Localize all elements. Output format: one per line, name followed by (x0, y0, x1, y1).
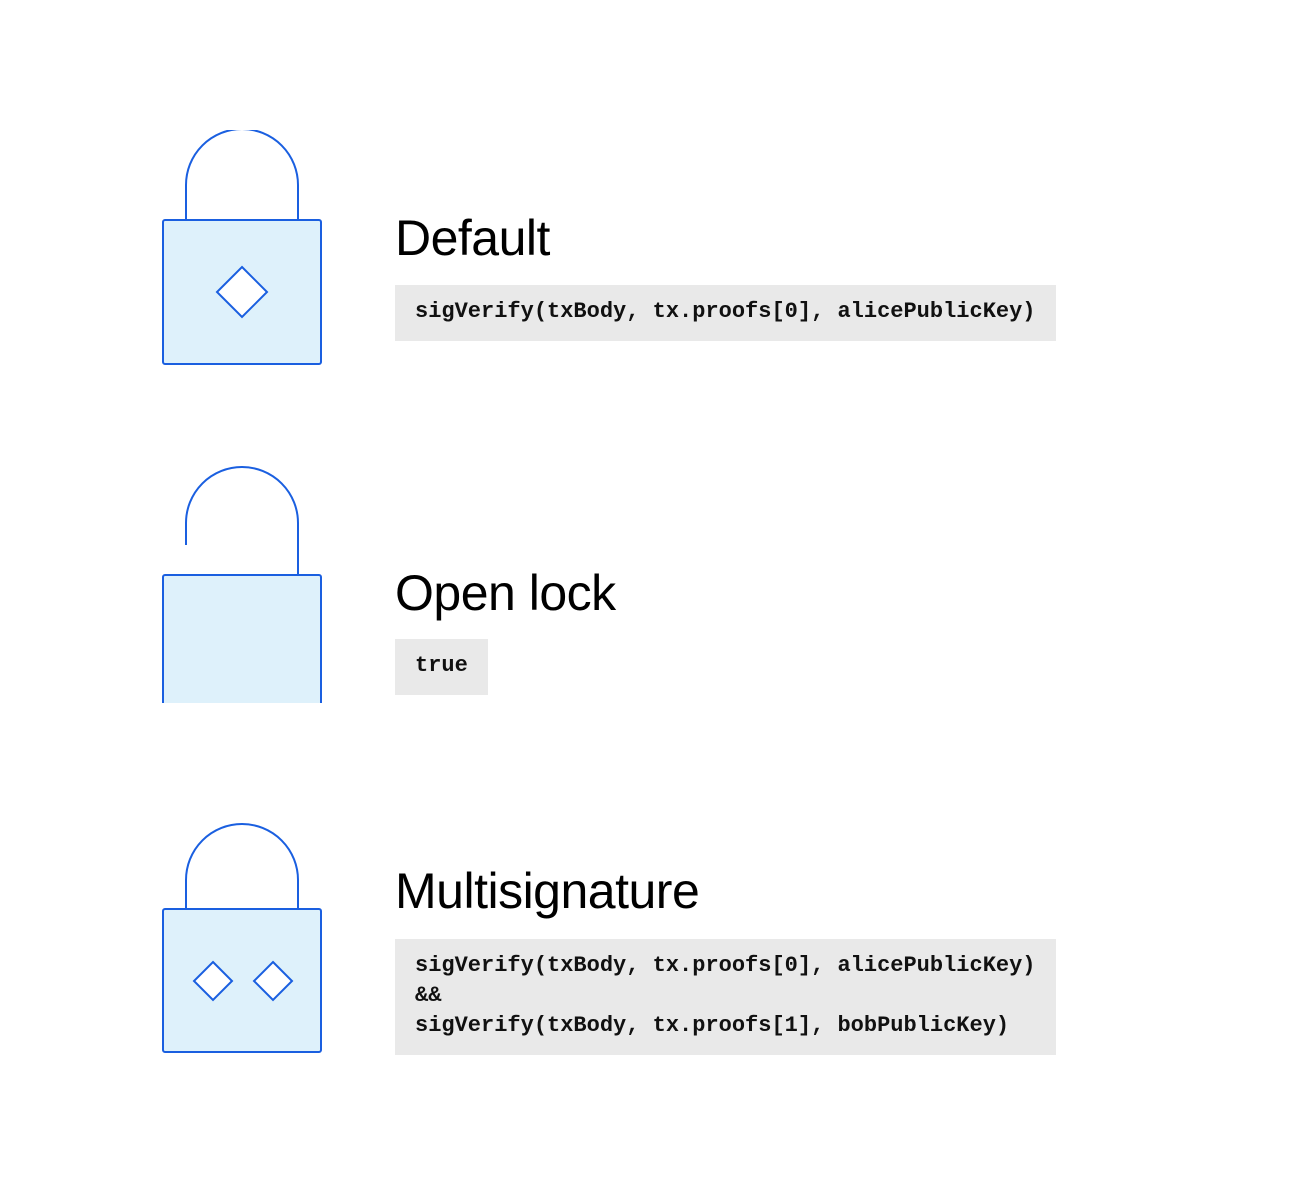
lock-row-open: Open lock true (0, 465, 1301, 765)
keyhole-diamond-icon (215, 265, 269, 319)
code-block: true (395, 639, 488, 695)
keyhole-diamond-icon (252, 960, 294, 1002)
keyhole-diamond-icon (192, 960, 234, 1002)
lock-title: Multisignature (395, 863, 700, 919)
code-block: sigVerify(txBody, tx.proofs[0], alicePub… (395, 939, 1056, 1055)
lock-row-default: Default sigVerify(txBody, tx.proofs[0], … (0, 130, 1301, 430)
code-block: sigVerify(txBody, tx.proofs[0], alicePub… (395, 285, 1056, 341)
padlock-closed-icon (162, 130, 322, 365)
lock-row-multisignature: Multisignature sigVerify(txBody, tx.proo… (0, 820, 1301, 1120)
padlock-closed-icon (162, 823, 322, 1053)
lock-title: Open lock (395, 565, 616, 621)
padlock-open-icon (162, 466, 322, 703)
lock-title: Default (395, 210, 550, 266)
